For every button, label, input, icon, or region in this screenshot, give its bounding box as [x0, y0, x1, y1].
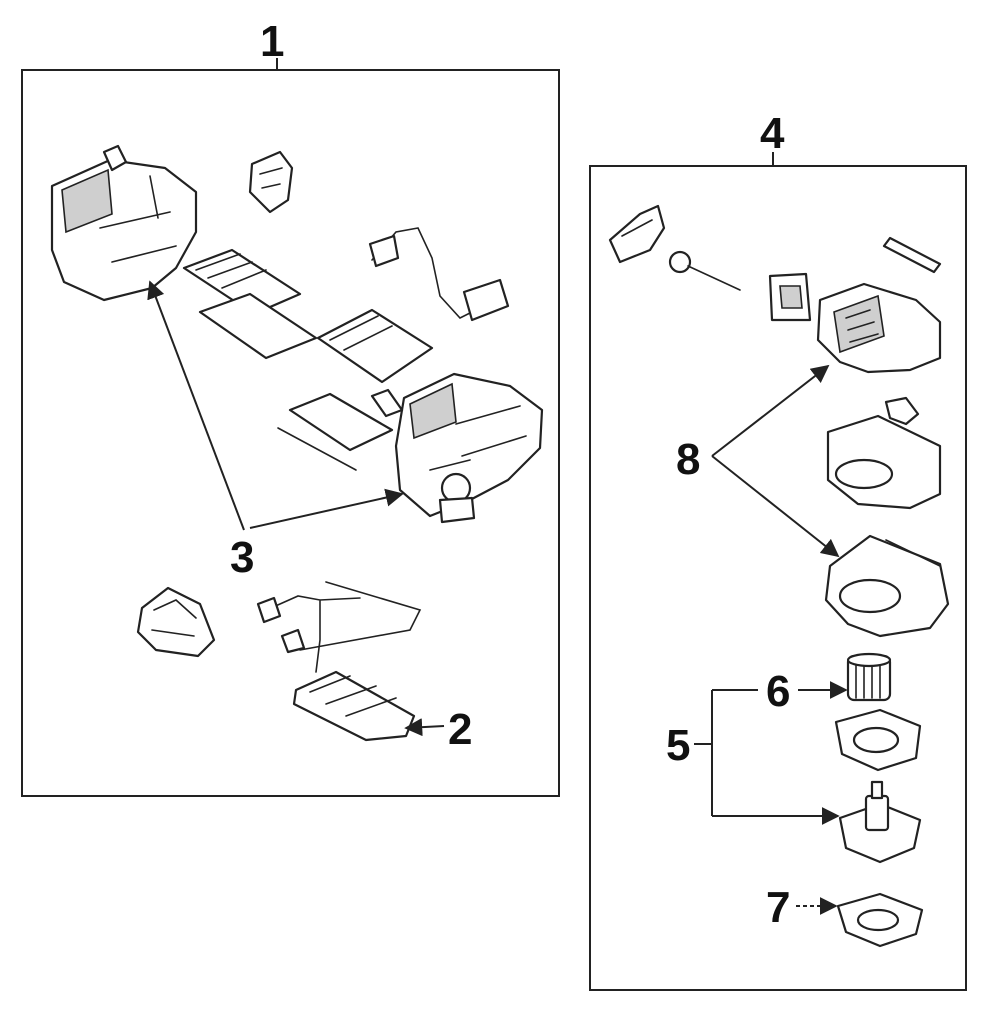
- blower-clip: [884, 396, 920, 426]
- leader-2: [404, 718, 445, 737]
- callout-3: 3: [230, 533, 254, 582]
- blower-motor: [838, 780, 922, 864]
- heater-case-upper: [50, 144, 198, 302]
- blower-plate: [826, 414, 942, 510]
- wiring-harness: [368, 227, 510, 322]
- motor-seal: [836, 892, 924, 948]
- blower-rod: [668, 250, 741, 291]
- heater-assembly-group: [21, 58, 560, 797]
- callout-5: 5: [666, 721, 690, 770]
- blower-case-upper: [816, 282, 942, 374]
- heater-case-lower: [394, 372, 544, 524]
- leader-3: [147, 280, 404, 531]
- heater-assembly-frame: [21, 69, 560, 797]
- blower-assembly-frame: [589, 165, 967, 991]
- duct-adapter: [136, 586, 216, 658]
- door-shaft: [277, 388, 404, 471]
- blower-strip: [882, 236, 942, 274]
- mode-actuator-bracket: [248, 150, 294, 214]
- callout-8: 8: [676, 435, 700, 484]
- heater-core: [256, 581, 422, 742]
- leader-5: [694, 689, 840, 825]
- motor-gasket: [834, 708, 922, 772]
- blower-case-lower: [824, 534, 950, 638]
- core-plates: [182, 248, 434, 384]
- callout-2: 2: [448, 705, 472, 754]
- leader-8: [711, 364, 840, 558]
- callout-7: 7: [766, 883, 790, 932]
- callout-6: 6: [766, 667, 790, 716]
- blower-actuator: [608, 204, 666, 264]
- blower-filter: [768, 272, 812, 322]
- callout-4: 4: [760, 109, 785, 158]
- blower-assembly-group: [589, 152, 967, 991]
- callout-1: 1: [260, 17, 284, 66]
- blower-wheel: [846, 652, 892, 702]
